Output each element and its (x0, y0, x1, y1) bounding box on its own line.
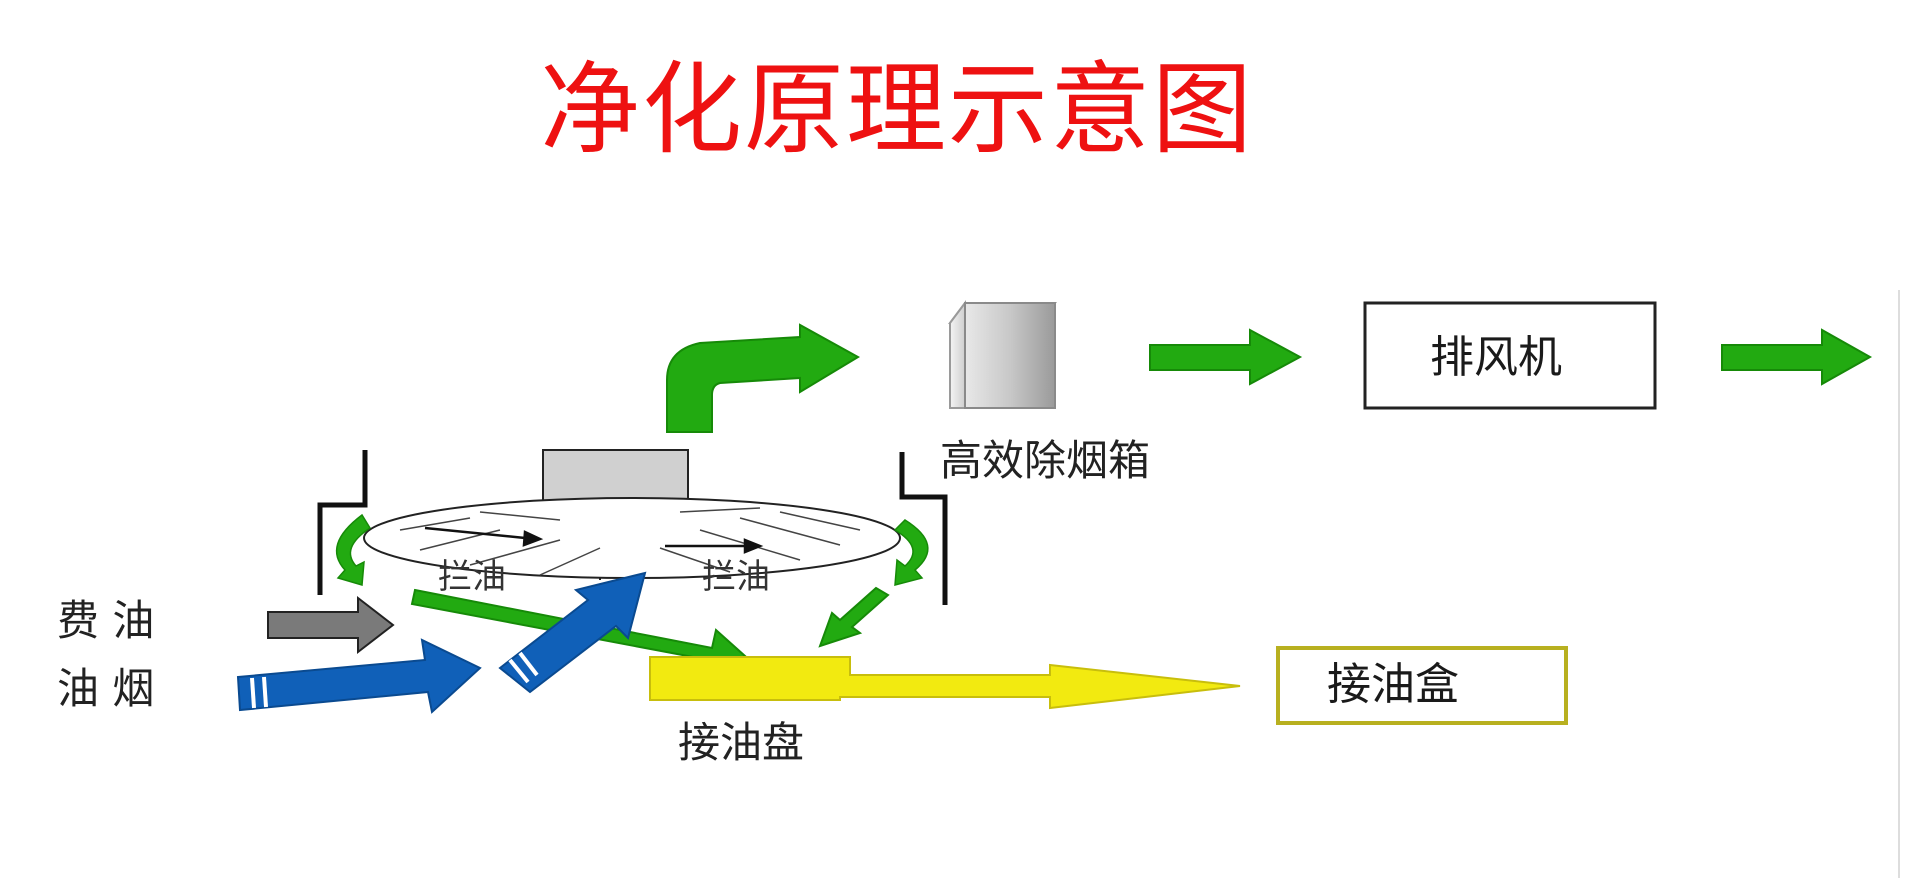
left-circulation-arrow (335, 513, 372, 586)
exhaust-fan-box (1363, 301, 1657, 410)
filter-box-label: 高效除烟箱 (940, 436, 1151, 485)
oil-smoke-label: 油 烟 (57, 664, 155, 713)
hood-walls (317, 450, 948, 605)
page-title: 净化原理示意图 (540, 51, 1254, 168)
airflow-arrow-exhaust (1721, 328, 1873, 386)
frame-edge (1898, 290, 1900, 878)
right-oil-drop-arrow (818, 586, 890, 648)
oil-smoke-arrow-up (498, 571, 647, 694)
waste-oil-arrow (267, 595, 395, 655)
airflow-up-arrow (666, 323, 860, 433)
oil-tray-label: 接油盘 (678, 718, 805, 767)
motor-block (542, 449, 689, 506)
oil-smoke-arrow-main (236, 638, 482, 714)
oil-tray-and-flow-arrow (649, 656, 1241, 710)
rotation-arrows (424, 526, 764, 554)
waste-oil-label: 费 油 (57, 596, 155, 645)
oil-box (1276, 646, 1568, 725)
airflow-arrow-to-fan (1149, 328, 1303, 386)
oil-block-left-label: 拦油 (438, 557, 506, 597)
filter-box-icon (948, 300, 1057, 409)
right-circulation-arrow (893, 519, 929, 586)
exhaust-fan-label: 排风机 (1430, 332, 1562, 383)
oil-block-right-label: 拦油 (702, 557, 770, 597)
oil-box-label: 接油盒 (1327, 659, 1459, 710)
